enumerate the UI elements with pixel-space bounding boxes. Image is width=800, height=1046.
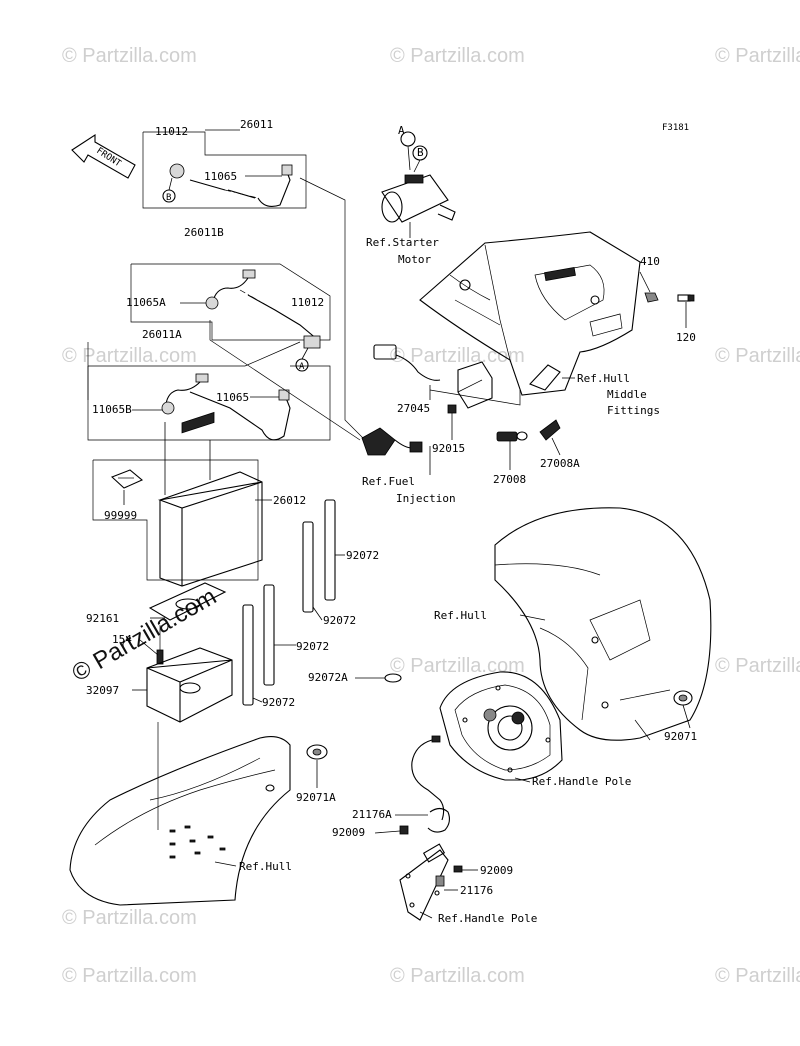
part-label: 92072A [308,671,348,684]
callout-b: B [166,193,171,203]
hull-left-group [69,736,291,906]
part-label: 120 [676,331,696,344]
ref-label: Ref.Hull [577,372,630,385]
handle-pole-plate [439,671,563,783]
ref-label: Ref.Hull [434,609,487,622]
part-label: 21176A [352,808,392,821]
watermark: © Partzilla.com [390,45,525,67]
part-label: 27045 [397,402,430,415]
part-label: 11065 [216,391,249,404]
part-label: 27008A [540,457,580,470]
part-label: 92009 [332,826,365,839]
watermark: © Partzilla.com [715,345,800,367]
part-label: 11012 [155,125,188,138]
part-label: 11065 [204,170,237,183]
watermark: © Partzilla.com [390,965,525,987]
part-label: 11065B [92,403,132,416]
hull-right-group [494,507,712,741]
fuel-injection-connector [361,427,431,475]
ref-label: Ref.Hull [239,860,292,873]
watermark: © Partzilla.com [62,965,197,987]
part-label: 92161 [86,612,119,625]
part-label: 26011B [184,226,224,239]
callout-b: B [417,146,424,159]
watermark: © Partzilla.com [390,655,525,677]
watermark: © Partzilla.com [62,907,197,929]
part-label: 11012 [291,296,324,309]
part-label: 26011 [240,118,273,131]
connectors-27008 [496,419,561,470]
callout-a: A [299,362,305,372]
watermark: © Partzilla.com [390,345,525,367]
sensor-cable-group [374,735,478,921]
battery-tray-group [132,582,233,830]
part-label: 11065A [126,296,166,309]
watermark-rotated: © Partzilla.com [68,583,222,687]
figure-code: F3181 [662,123,689,133]
watermark: © Partzilla.com [715,45,800,67]
part-label: 92072 [346,549,379,562]
part-label: 99999 [104,509,137,522]
ref-label: Fittings [607,404,660,417]
battery-group [92,411,272,587]
part-label: 27008 [493,473,526,486]
watermark: © Partzilla.com [62,345,197,367]
part-label: 92072 [262,696,295,709]
ref-label: Middle [607,388,647,401]
part-label: 92071A [296,791,336,804]
part-label: 32097 [86,684,119,697]
cable-26011b-group [130,263,331,372]
ref-label: Motor [398,253,431,266]
part-label: 154 [112,633,132,646]
part-label: 26012 [273,494,306,507]
watermark: © Partzilla.com [715,655,800,677]
ref-label: Ref.Handle Pole [532,775,631,788]
part-labels: 11012 26011 11065 B 26011B 11065A 11012 … [86,118,697,925]
grommet-92071a [306,744,328,788]
part-label: 92071 [664,730,697,743]
callout-a: A [398,124,405,137]
part-label: 92072 [323,614,356,627]
grommet-92071 [673,690,693,729]
part-label: 26011A [142,328,182,341]
watermarks: © Partzilla.com © Partzilla.com © Partzi… [62,45,800,987]
ref-label: Injection [396,492,456,505]
straps-group [242,499,345,706]
part-label: 92015 [432,442,465,455]
part-label: 410 [640,255,660,268]
starter-motor-group [381,131,456,238]
watermark: © Partzilla.com [62,45,197,67]
part-label: 92072 [296,640,329,653]
part-label: 92009 [480,864,513,877]
part-label: 21176 [460,884,493,897]
ref-label: Ref.Handle Pole [438,912,537,925]
cable-26011-group [142,129,307,209]
ref-label: Ref.Fuel [362,475,415,488]
cable-26011a-group [87,341,331,441]
watermark: © Partzilla.com [715,965,800,987]
ref-label: Ref.Starter [366,236,439,249]
front-arrow-icon: FRONT [71,133,136,179]
relay-group [373,344,521,440]
hull-middle-group [419,231,695,396]
